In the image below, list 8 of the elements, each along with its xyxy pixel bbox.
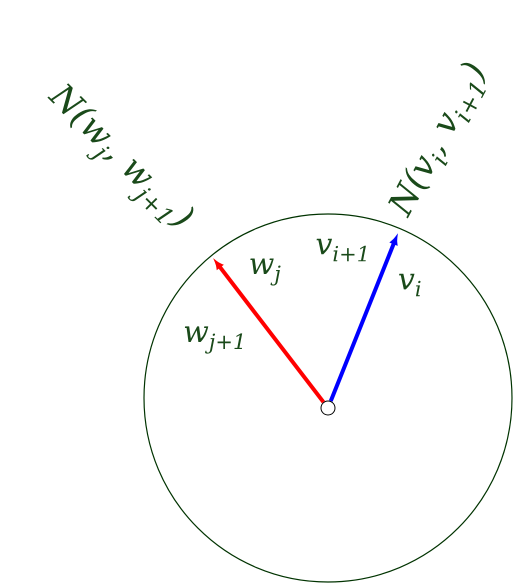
arrow: [328, 236, 398, 402]
center-point: [320, 400, 336, 416]
arrow: [214, 260, 326, 404]
math-label: w$_{j}$: [250, 258, 281, 286]
math-label: w$_{j+1}$: [184, 326, 242, 354]
math-label: v$_{i+1}$: [316, 238, 366, 262]
math-label: N(v$_{i}$, v$_{i+1}$): [388, 62, 486, 219]
math-label: v$_{i}$: [399, 274, 421, 296]
